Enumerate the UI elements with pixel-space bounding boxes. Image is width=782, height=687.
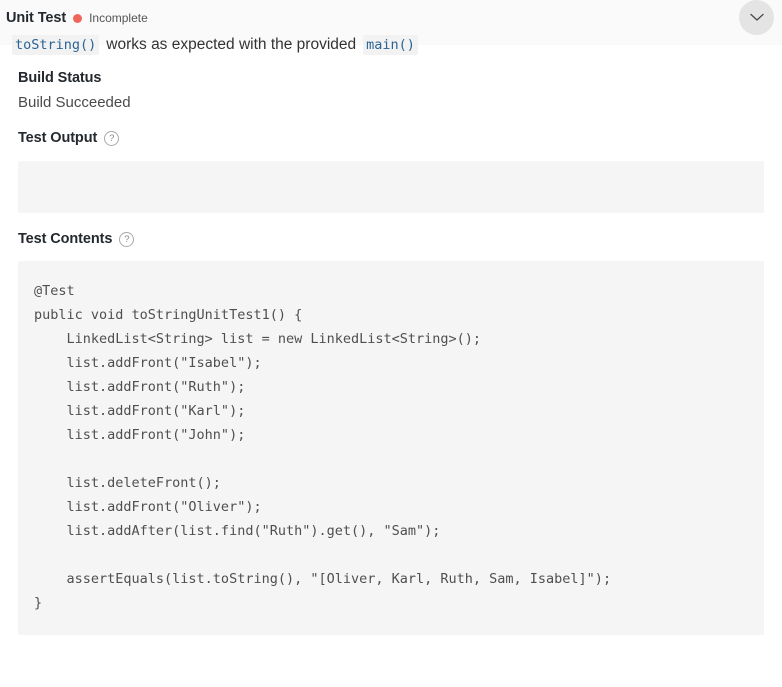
unit-test-description: toString() works as expected with the pr… <box>6 34 764 56</box>
test-contents-panel: @Test public void toStringUnitTest1() { … <box>18 261 764 635</box>
help-icon[interactable]: ? <box>119 231 135 247</box>
page-title: Unit Test <box>6 10 67 26</box>
help-icon[interactable]: ? <box>104 130 120 146</box>
test-contents-heading-label: Test Contents <box>18 231 113 247</box>
chevron-down-icon <box>749 13 764 22</box>
unit-test-title-row: Unit Test Incomplete <box>6 8 764 28</box>
description-text: works as expected with the provided <box>106 36 357 53</box>
build-status-value: Build Succeeded <box>18 94 131 111</box>
test-output-heading-label: Test Output <box>18 130 98 146</box>
test-output-panel <box>18 161 764 213</box>
inline-code-tostring: toString() <box>12 35 100 55</box>
inline-code-main: main() <box>363 35 418 55</box>
test-contents-heading: Test Contents ? <box>18 213 764 247</box>
status-badge: Incomplete <box>89 11 148 25</box>
build-status-heading: Build Status <box>18 45 764 86</box>
test-output-heading: Test Output ? <box>18 111 764 146</box>
unit-test-header: Unit Test Incomplete toString() works as… <box>0 0 782 55</box>
collapse-toggle-button[interactable] <box>739 0 774 35</box>
unit-test-body: Build Status Build Succeeded Test Output… <box>0 45 782 635</box>
test-source-code: @Test public void toStringUnitTest1() { … <box>34 283 612 611</box>
status-dot-icon <box>73 13 83 23</box>
build-status-heading-label: Build Status <box>18 70 102 86</box>
